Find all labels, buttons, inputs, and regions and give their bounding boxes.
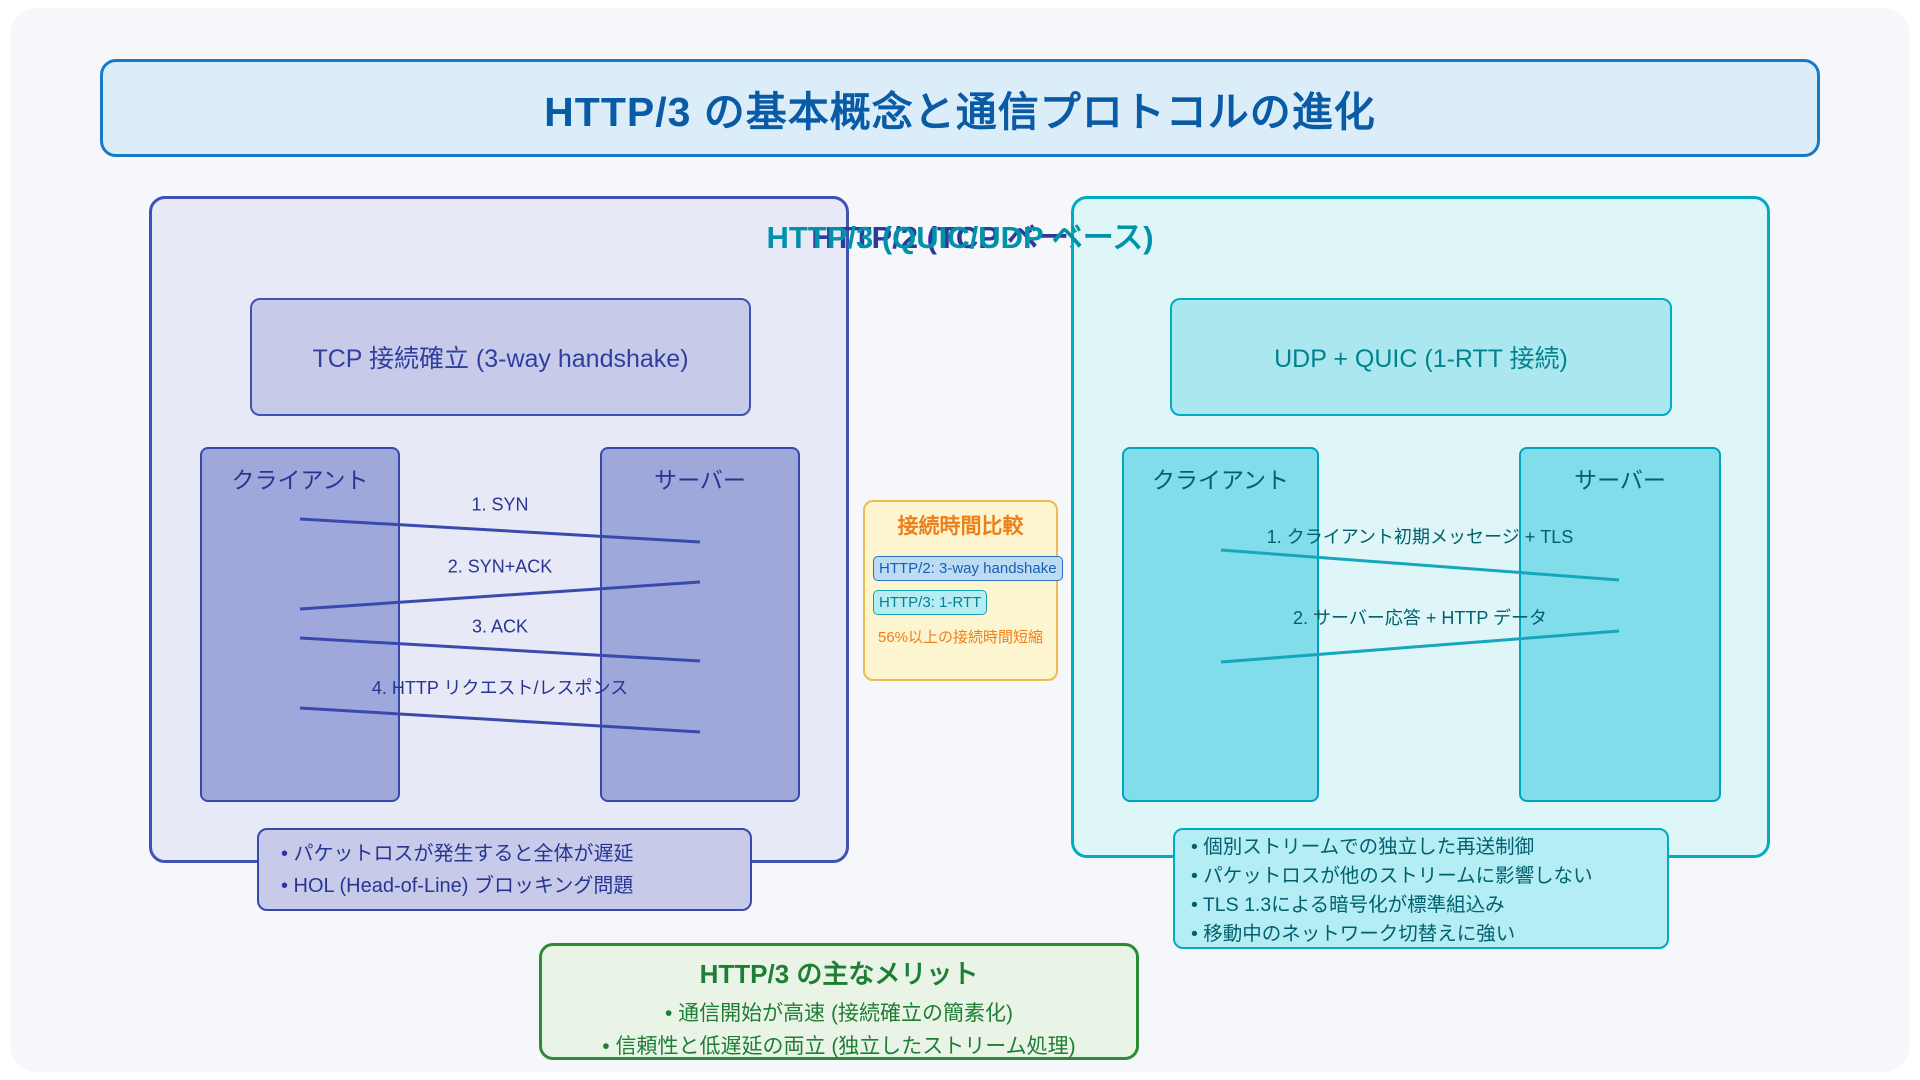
udp-quic-box: UDP + QUIC (1-RTT 接続) bbox=[1170, 298, 1672, 416]
http2-drawback-item: • HOL (Head-of-Line) ブロッキング問題 bbox=[281, 875, 634, 897]
http3-server-box: サーバー bbox=[1519, 447, 1721, 802]
http2-client-box: クライアント bbox=[200, 447, 400, 802]
title-banner: HTTP/3 の基本概念と通信プロトコルの進化 bbox=[100, 59, 1820, 157]
tcp-handshake-box: TCP 接続確立 (3-way handshake) bbox=[250, 298, 751, 416]
http2-drawbacks-box: • パケットロスが発生すると全体が遅延 • HOL (Head-of-Line)… bbox=[257, 828, 752, 911]
http3-time-chip: HTTP/3: 1-RTT bbox=[873, 590, 988, 615]
http2-msg-syn: 1. SYN bbox=[471, 494, 529, 515]
page-title: HTTP/3 の基本概念と通信プロトコルの進化 bbox=[544, 89, 1376, 135]
http2-msg-request: 4. HTTP リクエスト/レスポンス bbox=[371, 678, 629, 698]
http2-server-box: サーバー bbox=[600, 447, 800, 802]
merit-item: • 通信開始が高速 (接続確立の簡素化) bbox=[664, 1002, 1013, 1025]
http3-feature-item: • 個別ストリームでの独立した再送制御 bbox=[1191, 836, 1535, 858]
comparison-note: 56%以上の接続時間短縮 bbox=[877, 629, 1044, 646]
http3-features-box: • 個別ストリームでの独立した再送制御 • パケットロスが他のストリームに影響し… bbox=[1173, 828, 1669, 949]
http3-feature-item: • TLS 1.3による暗号化が標準組込み bbox=[1191, 894, 1505, 916]
http3-msg-response: 2. サーバー応答 + HTTP データ bbox=[1292, 608, 1548, 628]
http2-panel-heading: HTTP/2 (TCP ベース) bbox=[811, 220, 1109, 255]
merits-heading: HTTP/3 の主なメリット bbox=[699, 959, 979, 989]
http3-msg-initial: 1. クライアント初期メッセージ + TLS bbox=[1266, 527, 1574, 547]
connection-time-comparison: 接続時間比較 HTTP/2: 3-way handshake HTTP/3: 1… bbox=[863, 500, 1063, 681]
http3-panel-heading: HTTP/3 (QUIC/UDP ベース) bbox=[766, 220, 1154, 255]
http3-feature-item: • 移動中のネットワーク切替えに強い bbox=[1191, 923, 1516, 945]
http2-msg-synack: 2. SYN+ACK bbox=[447, 556, 553, 577]
http2-drawback-item: • パケットロスが発生すると全体が遅延 bbox=[281, 843, 634, 865]
http2-msg-ack: 3. ACK bbox=[471, 616, 529, 637]
http3-merits-box: HTTP/3 の主なメリット • 通信開始が高速 (接続確立の簡素化) • 信頼… bbox=[539, 943, 1139, 1060]
http3-feature-item: • パケットロスが他のストリームに影響しない bbox=[1191, 865, 1593, 887]
http3-client-box: クライアント bbox=[1122, 447, 1319, 802]
comparison-heading: 接続時間比較 bbox=[897, 515, 1024, 538]
http2-time-chip: HTTP/2: 3-way handshake bbox=[873, 556, 1063, 581]
merit-item: • 信頼性と低遅延の両立 (独立したストリーム処理) bbox=[602, 1035, 1076, 1058]
